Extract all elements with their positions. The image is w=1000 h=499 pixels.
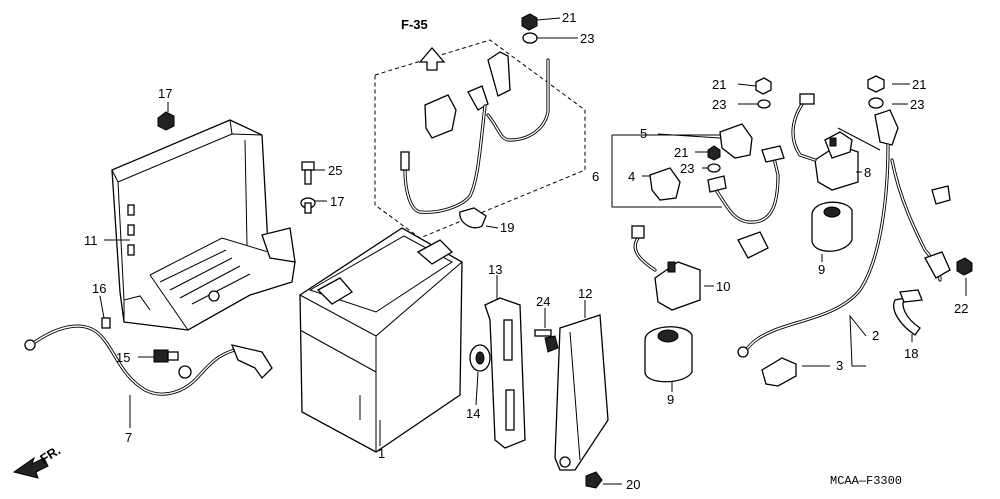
callout-23-right: 23 — [910, 97, 924, 112]
nut-22 — [956, 257, 973, 276]
leader-lines — [99, 17, 967, 485]
callout-17-upper: 17 — [158, 86, 172, 101]
starter-cable-2 — [737, 109, 951, 358]
nut-17-lower — [300, 197, 316, 214]
clip-16 — [101, 317, 111, 329]
grommet-14 — [469, 344, 491, 372]
callout-2: 2 — [872, 328, 879, 343]
relay-holder-9-upper — [811, 201, 853, 252]
section-ref-arrow — [418, 47, 446, 71]
drawing-code: MCAA—F3300 — [830, 474, 902, 488]
callout-11: 11 — [84, 233, 98, 248]
callout-24: 24 — [536, 294, 550, 309]
callout-19: 19 — [500, 220, 514, 235]
nut-17-upper — [157, 111, 175, 131]
clamp-18 — [893, 289, 923, 336]
callout-14: 14 — [466, 406, 480, 421]
nut-21-right — [867, 75, 885, 93]
bolt-20 — [585, 471, 603, 489]
callout-23-mid: 23 — [680, 161, 694, 176]
callout-7: 7 — [125, 430, 132, 445]
callout-23-top: 23 — [580, 31, 594, 46]
clamp-19 — [459, 207, 487, 229]
callout-10: 10 — [716, 279, 730, 294]
washer-23-relay — [757, 99, 771, 109]
nut-21-top — [521, 13, 538, 31]
callout-6: 6 — [592, 169, 599, 184]
terminal-cap-3 — [761, 357, 797, 387]
stay-12 — [554, 314, 609, 471]
relay-holder-9-lower — [644, 326, 693, 383]
nut-21-mid — [707, 145, 721, 161]
bolt-15 — [153, 349, 179, 363]
bracket-13 — [484, 297, 526, 449]
callout-21-top: 21 — [562, 10, 576, 25]
callout-1: 1 — [378, 446, 385, 461]
callout-12: 12 — [578, 286, 592, 301]
callout-25: 25 — [328, 163, 342, 178]
callout-17-lower: 17 — [330, 194, 344, 209]
callout-9-lower: 9 — [667, 392, 674, 407]
battery-box — [111, 119, 296, 331]
callout-4: 4 — [628, 169, 635, 184]
starter-relay-10 — [654, 261, 701, 311]
callout-16: 16 — [92, 281, 106, 296]
callout-5: 5 — [640, 126, 647, 141]
callout-21-relay: 21 — [712, 77, 726, 92]
nut-21-relay — [755, 77, 772, 95]
callout-18: 18 — [904, 346, 918, 361]
callout-9-upper: 9 — [818, 262, 825, 277]
callout-20: 20 — [626, 477, 640, 492]
front-arrow — [12, 456, 49, 479]
callout-labels: 1 2 3 4 5 6 7 8 9 9 10 11 12 13 14 15 16… — [37, 10, 968, 492]
washer-23-right — [868, 97, 884, 109]
cable-group-box — [374, 39, 586, 239]
callout-22: 22 — [954, 301, 968, 316]
callout-21-right: 21 — [912, 77, 926, 92]
bolt-25 — [301, 161, 315, 185]
relay-cover-4 — [649, 167, 681, 201]
callout-13: 13 — [488, 262, 502, 277]
callout-8: 8 — [864, 165, 871, 180]
ground-cable — [24, 324, 273, 396]
washer-23-mid — [707, 163, 721, 173]
callout-3: 3 — [836, 358, 843, 373]
relay-cover-5 — [719, 123, 753, 159]
section-ref-label: F-35 — [401, 17, 428, 32]
starter-relay-8 — [814, 131, 859, 191]
callout-23-relay: 23 — [712, 97, 726, 112]
washer-23-top — [522, 32, 538, 44]
callout-21-mid: 21 — [674, 145, 688, 160]
battery — [299, 227, 463, 453]
callout-15: 15 — [116, 350, 130, 365]
relay-harness — [631, 93, 817, 272]
bolt-24 — [534, 329, 559, 353]
